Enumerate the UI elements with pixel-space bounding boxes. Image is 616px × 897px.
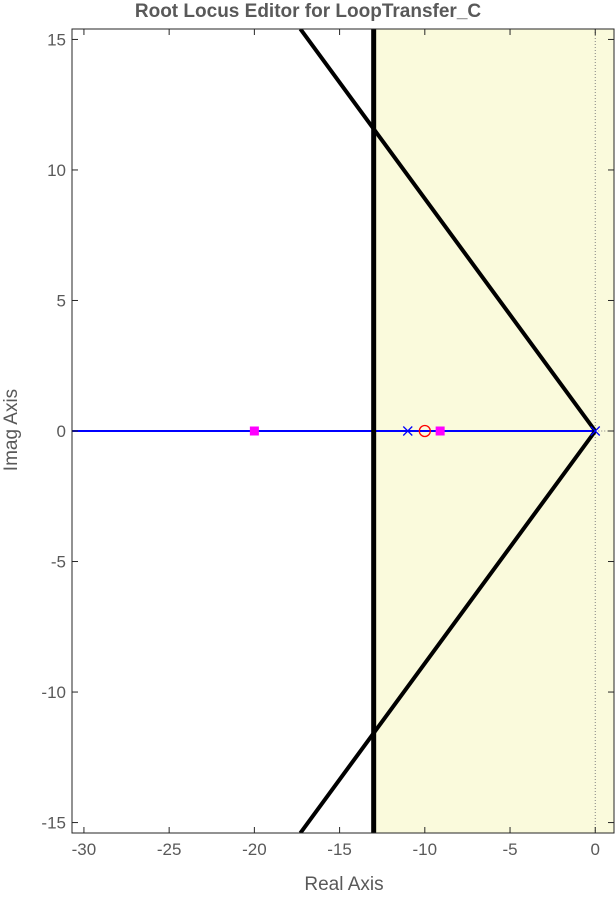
y-tick-label-0: 15 [47, 30, 66, 49]
y-tick-label-2: 5 [57, 291, 66, 310]
x-tick-label-1: -25 [157, 840, 182, 859]
x-tick-label-6: 0 [591, 840, 600, 859]
damping-boundary-line-0 [298, 29, 597, 433]
y-tick-label-1: 10 [47, 161, 66, 180]
x-tick-label-3: -15 [327, 840, 352, 859]
x-tick-label-2: -20 [242, 840, 267, 859]
damping-boundary-line-1 [298, 429, 597, 833]
open-loop-pole-1 [590, 426, 601, 436]
pole-stroke-b [590, 426, 601, 436]
y-tick-label-5: -10 [41, 683, 66, 702]
pole-stroke-b [402, 426, 413, 436]
x-tick-label-4: -10 [413, 840, 438, 859]
y-tick-label-4: -5 [51, 553, 66, 572]
y-tick-label-6: -15 [41, 814, 66, 833]
plot-content [72, 29, 614, 833]
chart-title: Root Locus Editor for LoopTransfer_C [134, 1, 482, 22]
closed-loop-pole-0 [249, 426, 259, 436]
x-tick-label-0: -30 [72, 840, 97, 859]
open-loop-zero-0 [418, 424, 431, 438]
x-axis-label: Real Axis [304, 874, 384, 895]
y-axis-label: Imag Axis [1, 388, 22, 472]
x-tick-label-5: -5 [502, 840, 517, 859]
y-tick-label-3: 0 [57, 422, 66, 441]
open-loop-pole-0 [402, 426, 413, 436]
closed-loop-pole-1 [435, 426, 445, 436]
